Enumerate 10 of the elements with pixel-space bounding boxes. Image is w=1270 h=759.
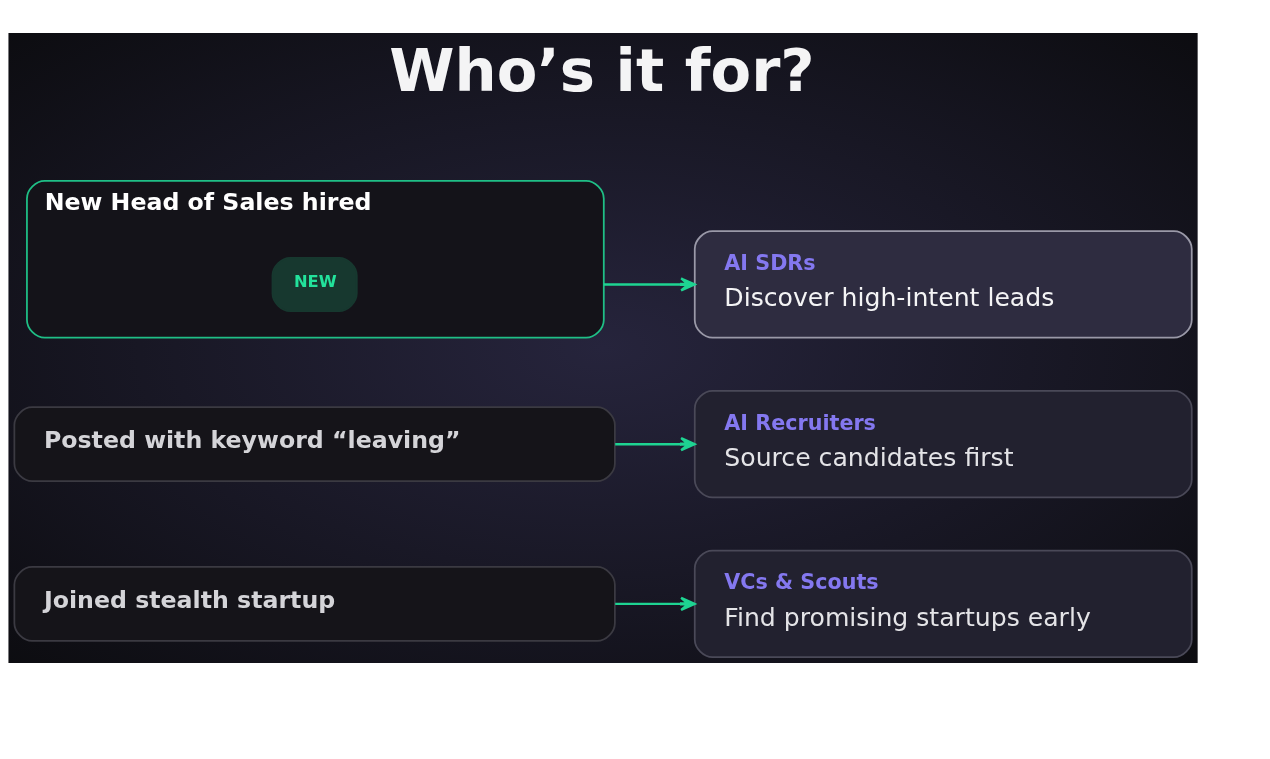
- node-box: AI Recruiters Source candidates first: [693, 389, 1193, 498]
- arrow: [615, 436, 696, 451]
- diagram-title: Who’s it for?: [389, 35, 815, 105]
- node-box: VCs & Scouts Find promising startups early: [693, 549, 1193, 658]
- node-box: Joined stealth startup: [13, 565, 616, 642]
- arrow: [603, 276, 696, 292]
- node-box: Posted with keyword “leaving”: [13, 405, 616, 482]
- node-box: NEW: [271, 256, 358, 312]
- node-box: AI SDRs Discover high-intent leads: [693, 229, 1193, 339]
- arrow: [615, 596, 696, 611]
